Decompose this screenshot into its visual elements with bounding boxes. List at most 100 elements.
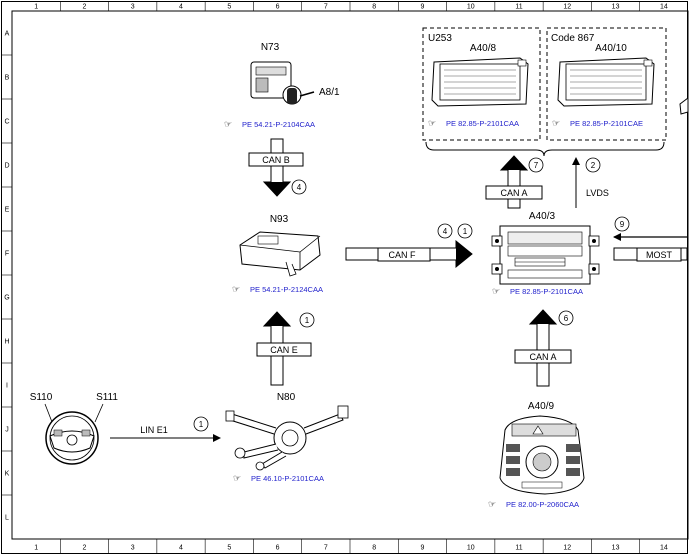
row-label: I bbox=[6, 383, 8, 390]
row-label: G bbox=[4, 295, 9, 302]
n73-label: N73 bbox=[261, 42, 280, 53]
row-label: H bbox=[4, 339, 9, 346]
row-label: D bbox=[4, 163, 9, 170]
a40-3-component: A40/3 ☞ PE 82.85-P-2101CAA bbox=[491, 211, 600, 296]
a40-10-display-icon bbox=[557, 57, 655, 107]
lvds-label: LVDS bbox=[586, 188, 609, 198]
can-a-top-label: CAN A bbox=[500, 188, 527, 198]
n93-ref: ☞ PE 54.21-P-2124CAA bbox=[232, 284, 323, 294]
n80-component: N80 ☞ PE 46.10-P-2101CAA bbox=[225, 392, 349, 483]
a40-3-ref-link[interactable]: PE 82.85-P-2101CAA bbox=[510, 287, 583, 296]
can-a-bottom-connection: CAN A 6 bbox=[514, 309, 574, 387]
column-label: 6 bbox=[276, 4, 280, 11]
a40-9-control-panel-icon bbox=[499, 415, 585, 495]
column-label: 11 bbox=[515, 4, 522, 11]
column-label: 8 bbox=[372, 545, 376, 552]
a40-3-ref: ☞ PE 82.85-P-2101CAA bbox=[492, 286, 583, 296]
column-label: 5 bbox=[227, 4, 231, 11]
can-f-connection: CAN F 4 1 bbox=[345, 223, 473, 269]
can-e-connection: CAN E 1 bbox=[256, 311, 315, 386]
column-label: 7 bbox=[324, 545, 328, 552]
row-label: A bbox=[5, 31, 10, 38]
a40-10-label: A40/10 bbox=[595, 43, 627, 54]
group-brace bbox=[425, 141, 665, 157]
n93-control-unit-icon bbox=[239, 231, 321, 277]
can-f-number-1: 4 bbox=[443, 227, 448, 236]
column-label: 9 bbox=[420, 4, 424, 11]
hand-pointer-icon: ☞ bbox=[233, 473, 241, 483]
lvds-number: 2 bbox=[591, 161, 596, 170]
can-e-number: 1 bbox=[305, 316, 310, 325]
n80-ref: ☞ PE 46.10-P-2101CAA bbox=[233, 473, 324, 483]
n93-label: N93 bbox=[270, 214, 289, 225]
n80-label: N80 bbox=[277, 392, 296, 403]
column-label: 8 bbox=[372, 4, 376, 11]
hand-pointer-icon: ☞ bbox=[552, 118, 560, 128]
column-label: 12 bbox=[563, 4, 571, 11]
column-label: 7 bbox=[324, 4, 328, 11]
column-label: 1 bbox=[34, 4, 38, 11]
row-label: F bbox=[5, 251, 9, 258]
n80-ref-link[interactable]: PE 46.10-P-2101CAA bbox=[251, 474, 324, 483]
can-e-label: CAN E bbox=[270, 345, 298, 355]
steering-wheel-icon bbox=[45, 411, 99, 465]
row-label: B bbox=[5, 75, 10, 82]
row-label: C bbox=[4, 119, 9, 126]
n93-ref-link[interactable]: PE 54.21-P-2124CAA bbox=[250, 285, 323, 294]
s111-label: S111 bbox=[96, 392, 118, 403]
a40-9-ref: ☞ PE 82.00-P-2060CAA bbox=[488, 499, 579, 509]
most-label: MOST bbox=[646, 250, 673, 260]
n80-steering-column-module-icon bbox=[225, 405, 349, 471]
u253-group: U253 A40/8 ☞ PE 82.85-P-2101CAA bbox=[422, 27, 541, 141]
column-label: 4 bbox=[179, 4, 183, 11]
n73-ref-link[interactable]: PE 54.21-P-2104CAA bbox=[242, 120, 315, 129]
row-label: J bbox=[5, 427, 9, 434]
can-a-bottom-label: CAN A bbox=[529, 352, 556, 362]
code867-group-label: Code 867 bbox=[551, 33, 595, 44]
hand-pointer-icon: ☞ bbox=[492, 286, 500, 296]
column-label: 5 bbox=[227, 545, 231, 552]
can-a-top-connection: CAN A 7 bbox=[485, 155, 544, 209]
can-a-bottom-number: 6 bbox=[564, 314, 569, 323]
a40-10-ref-link[interactable]: PE 82.85-P-2101CAE bbox=[570, 119, 643, 128]
partial-device-icon bbox=[679, 97, 689, 115]
column-label: 12 bbox=[563, 545, 571, 552]
n73-ref: ☞ PE 54.21-P-2104CAA bbox=[224, 119, 315, 129]
can-b-label: CAN B bbox=[262, 155, 290, 165]
a40-10-ref: ☞ PE 82.85-P-2101CAE bbox=[552, 118, 643, 128]
u253-group-label: U253 bbox=[428, 33, 452, 44]
hand-pointer-icon: ☞ bbox=[488, 499, 496, 509]
a40-8-ref: ☞ PE 82.85-P-2101CAA bbox=[428, 118, 519, 128]
steering-wheel-component: S110 S111 bbox=[30, 392, 118, 465]
column-label: 13 bbox=[612, 4, 620, 11]
n73-component: N73 A8/1 ☞ PE 54.21-P-2104CAA bbox=[224, 42, 340, 129]
a40-3-head-unit-icon bbox=[491, 225, 600, 285]
column-label: 3 bbox=[131, 545, 135, 552]
row-label: K bbox=[5, 471, 10, 478]
can-b-number: 4 bbox=[297, 183, 302, 192]
column-label: 11 bbox=[515, 545, 522, 552]
code867-group: Code 867 A40/10 ☞ PE 82.85-P-2101CAE bbox=[546, 27, 667, 141]
a40-9-component: A40/9 ☞ PE 82.00-P-2060CAA bbox=[488, 401, 585, 509]
hand-pointer-icon: ☞ bbox=[224, 119, 232, 129]
a40-8-ref-link[interactable]: PE 82.85-P-2101CAA bbox=[446, 119, 519, 128]
lin-e1-number: 1 bbox=[199, 420, 204, 429]
row-label: L bbox=[5, 515, 9, 522]
column-label: 9 bbox=[420, 545, 424, 552]
n73-sublabel: A8/1 bbox=[319, 87, 340, 98]
column-label: 13 bbox=[612, 545, 620, 552]
column-label: 1 bbox=[34, 545, 38, 552]
a40-9-ref-link[interactable]: PE 82.00-P-2060CAA bbox=[506, 500, 579, 509]
can-a-top-number: 7 bbox=[534, 161, 539, 170]
lin-e1-label: LIN E1 bbox=[140, 425, 168, 435]
a40-8-label: A40/8 bbox=[470, 43, 497, 54]
a40-3-label: A40/3 bbox=[529, 211, 556, 222]
can-f-number-2: 1 bbox=[463, 227, 468, 236]
column-label: 2 bbox=[82, 4, 86, 11]
most-number: 9 bbox=[620, 220, 625, 229]
can-b-connection: CAN B 4 bbox=[248, 138, 307, 197]
column-label: 3 bbox=[131, 4, 135, 11]
